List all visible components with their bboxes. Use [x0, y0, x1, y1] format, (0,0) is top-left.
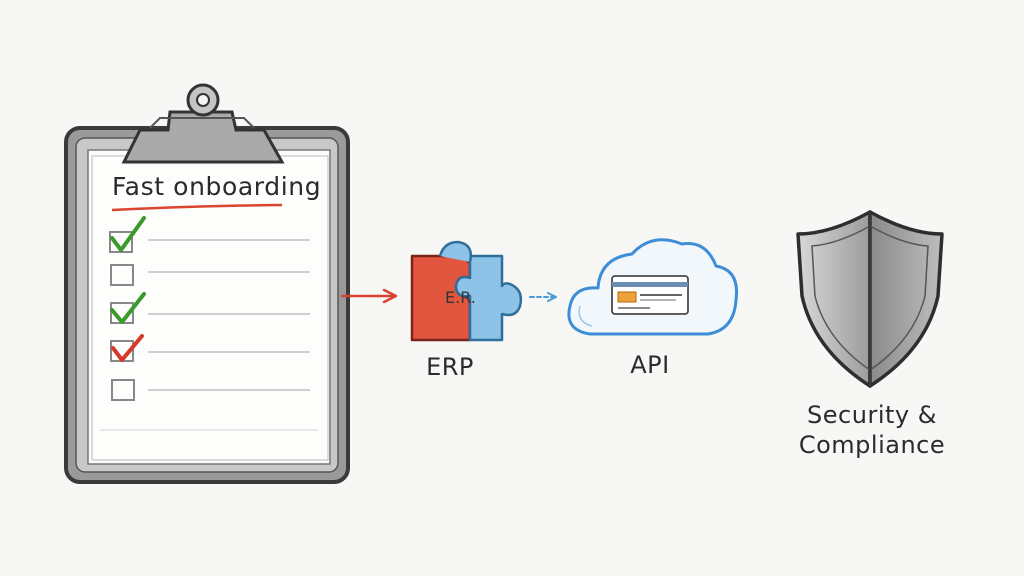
- security-label: Security & Compliance: [790, 400, 954, 460]
- checklist-item: [110, 264, 310, 286]
- erp-label: ERP: [426, 353, 474, 381]
- clip-icon: [121, 83, 285, 164]
- checklist-item: [110, 292, 310, 324]
- arrow-right-icon: [340, 288, 398, 304]
- checklist-item: [111, 379, 310, 401]
- security-label-line2: Compliance: [798, 431, 946, 459]
- api-card-icon: [611, 275, 689, 315]
- checkmark-icon: [111, 334, 144, 362]
- puzzle-piece-text: E.R.: [445, 288, 476, 307]
- clipboard-icon: [64, 126, 350, 484]
- api-label: API: [630, 351, 670, 379]
- arrow-right-icon: [529, 292, 557, 302]
- shield-icon: [796, 210, 944, 388]
- security-label-line1: Security &: [807, 401, 937, 429]
- checklist-title: Fast onboarding: [112, 172, 322, 201]
- puzzle-icon: [410, 240, 523, 342]
- checklist-item: [110, 334, 310, 362]
- checkmark-icon: [110, 292, 146, 324]
- title-underline: [111, 203, 283, 212]
- checklist: [100, 216, 318, 431]
- checkmark-icon: [110, 216, 146, 252]
- checklist-item: [109, 216, 310, 253]
